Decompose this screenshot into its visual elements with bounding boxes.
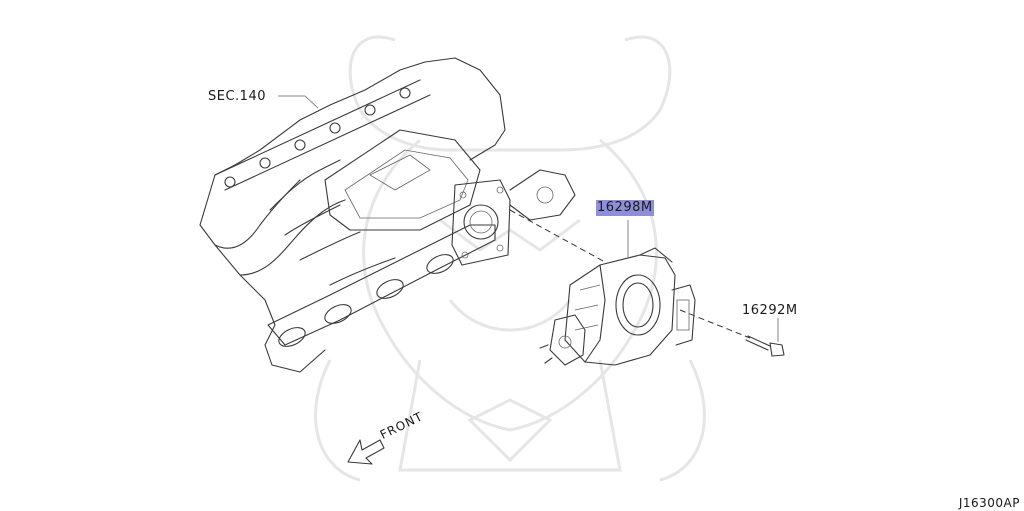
bolt-16292m <box>745 318 785 357</box>
sec-ref-label[interactable]: SEC.140 <box>208 89 266 104</box>
throttle-body <box>539 220 696 366</box>
diagram-id: J16300AP <box>958 496 1020 510</box>
alignment-line-manifold <box>509 209 606 263</box>
samurai-watermark-icon <box>314 35 706 482</box>
alignment-line-bolt <box>679 309 751 339</box>
throttle-part-label[interactable]: 16298M <box>596 200 654 216</box>
intake-manifold <box>199 57 576 373</box>
front-arrow-icon <box>347 439 385 465</box>
bolt-part-label[interactable]: 16292M <box>742 303 798 318</box>
